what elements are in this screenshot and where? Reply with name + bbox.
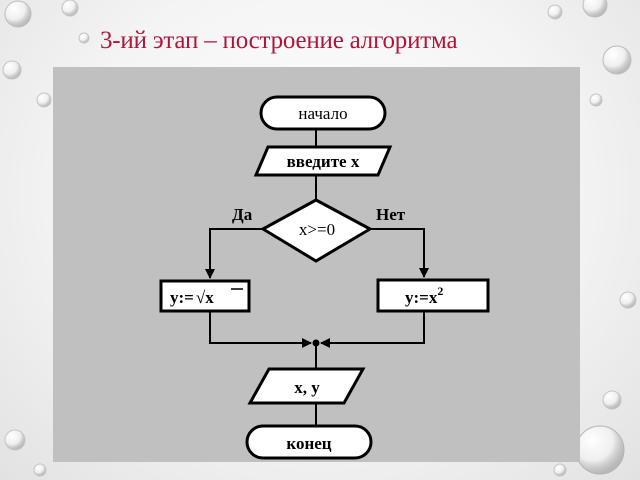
condition-decision (259, 198, 374, 263)
yes-action-radicand: x (205, 288, 214, 307)
no-action-block (376, 278, 490, 313)
connector-yes-merge (209, 311, 312, 348)
bubble (602, 390, 622, 410)
bubble (2, 60, 22, 80)
bubble (61, 0, 79, 17)
output-label: x, y (294, 378, 320, 397)
end-terminator (245, 424, 373, 460)
no-action-exponent: 2 (437, 284, 443, 298)
bubble (582, 0, 608, 18)
condition-label: x>=0 (299, 220, 335, 239)
yes-action-prefix: y:= (170, 288, 194, 307)
flowchart-panel: начало введите x x>=0 Да Нет y:=√x y:=x2… (53, 67, 580, 462)
end-label: конец (286, 434, 331, 453)
start-terminator (259, 95, 387, 131)
bubble (36, 92, 52, 108)
output-block (247, 367, 366, 405)
bubble (78, 32, 90, 44)
bubble (547, 4, 563, 20)
no-action-base: y:=x (405, 288, 438, 307)
connector-no-merge (320, 311, 425, 348)
yes-action-label: y:=√x (170, 288, 214, 307)
bubble (575, 425, 625, 475)
bubble (589, 93, 603, 107)
connector-yes-branch (205, 228, 263, 279)
flowchart: начало введите x x>=0 Да Нет y:=√x y:=x2… (159, 95, 490, 460)
bubble (619, 291, 637, 309)
no-branch-label: Нет (376, 205, 406, 224)
bubble (4, 429, 26, 451)
start-label: начало (298, 104, 347, 123)
yes-action-block (159, 279, 251, 313)
bubble (4, 0, 32, 28)
input-block (253, 145, 393, 177)
connector-no-branch (370, 228, 429, 278)
bubble (33, 463, 47, 477)
no-action-label: y:=x2 (405, 284, 443, 307)
sqrt-sign: √ (196, 288, 206, 307)
yes-branch-label: Да (232, 205, 253, 224)
slide-title: 3-ий этап – построение алгоритма (100, 27, 458, 54)
bubble (553, 463, 567, 477)
bubble (602, 45, 632, 75)
input-label: введите x (287, 152, 360, 171)
